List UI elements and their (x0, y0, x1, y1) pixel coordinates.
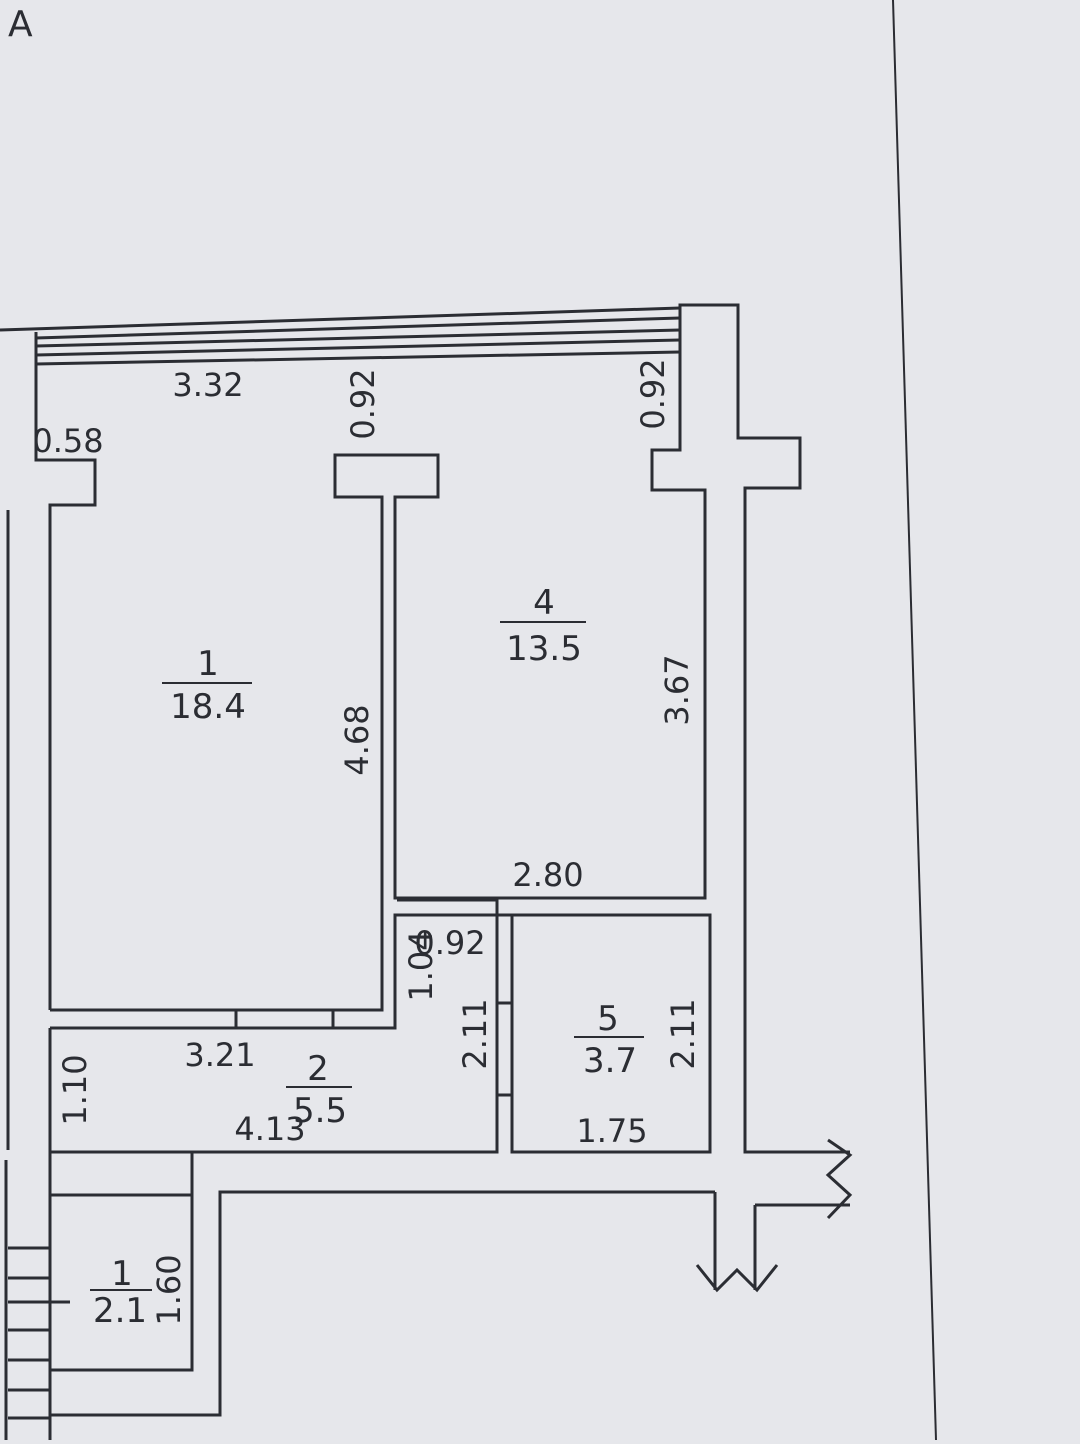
window-line (35, 350, 681, 366)
window-line (35, 328, 681, 348)
window-line (0, 306, 681, 332)
dimension-label: 2.80 (512, 856, 583, 894)
window-line (35, 316, 681, 340)
sheet-border-line (892, 0, 937, 1441)
break-mark (825, 1138, 853, 1220)
room-area: 3.7 (583, 1041, 637, 1081)
room-area: 5.5 (293, 1091, 347, 1131)
dimension-label: 1.04 (402, 930, 440, 1001)
inner-wall (50, 303, 850, 1154)
dimension-label: 3.32 (172, 366, 243, 404)
dimension-label: 0.92 (344, 368, 382, 439)
window-line (35, 338, 681, 357)
room-number: 5 (597, 999, 619, 1039)
dimension-label: 3.67 (658, 654, 696, 725)
dimension-label: 0.92 (634, 358, 672, 429)
dimension-label: 3.21 (184, 1036, 255, 1074)
room-number: 1 (197, 644, 219, 684)
room-label-1: 1 2.1 (90, 1254, 152, 1331)
room-label-4: 4 13.5 (500, 583, 586, 669)
entrance-wall (50, 1193, 194, 1372)
break-mark (695, 1264, 779, 1293)
dimension-label: 0.92 (414, 924, 485, 962)
dimension-label: 4.68 (338, 704, 376, 775)
room-label-5: 5 3.7 (574, 999, 644, 1081)
room-number: 4 (533, 583, 555, 623)
dimension-label: 1.75 (576, 1112, 647, 1150)
walls (0, 303, 853, 1440)
dimension-label: 2.11 (456, 998, 494, 1069)
page-corner-letter: A (8, 4, 33, 45)
room-label-2: 2 5.5 (286, 1049, 352, 1131)
room-number: 1 (111, 1254, 133, 1294)
dimension-label: 1.10 (56, 1054, 94, 1125)
room-area: 2.1 (93, 1291, 147, 1331)
room-number: 2 (307, 1049, 329, 1089)
room-area: 13.5 (506, 629, 582, 669)
room-area: 18.4 (170, 687, 246, 727)
dimension-label: 2.11 (664, 998, 702, 1069)
dimension-label: 0.58 (32, 422, 103, 460)
room-label-3: 1 18.4 (162, 644, 252, 727)
dimension-label: 1.60 (150, 1254, 188, 1325)
outer-wall (34, 332, 97, 1010)
bathroom-wall (495, 898, 712, 1154)
dimension-label: 4.13 (234, 1110, 305, 1148)
outer-wall (50, 1190, 715, 1417)
